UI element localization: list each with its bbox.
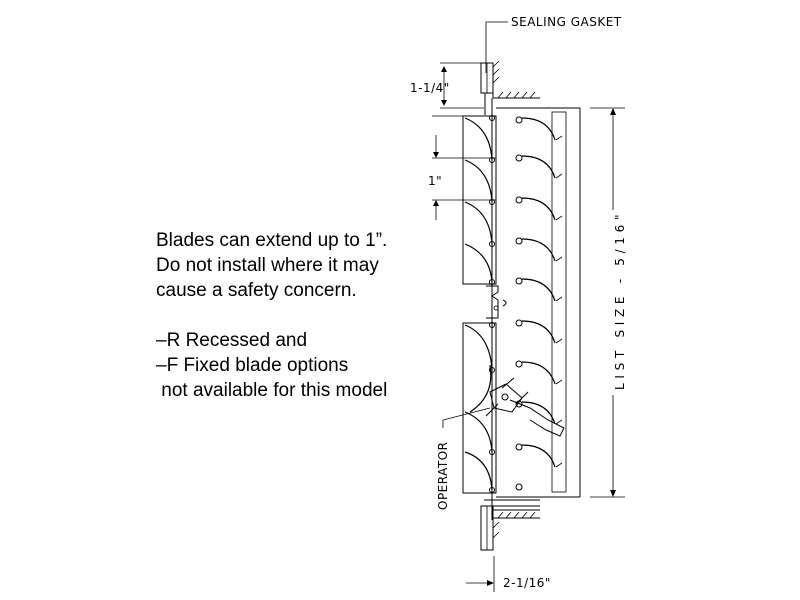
note-not-available: not available for this model bbox=[156, 380, 388, 401]
operator-leader bbox=[442, 407, 491, 428]
note-do-not-install: Do not install where it may bbox=[156, 255, 379, 276]
note-blade-extend: Blades can extend up to 1”. bbox=[156, 230, 388, 251]
list-size-label: LIST SIZE - 5/16" bbox=[613, 214, 627, 390]
bottom-wall-section bbox=[480, 499, 540, 551]
dim-blade-lines bbox=[432, 115, 496, 220]
note-safety-concern: cause a safety concern. bbox=[156, 280, 357, 301]
operator-label: OPERATOR bbox=[436, 441, 450, 510]
dim-bottom-label: 2-1/16" bbox=[503, 576, 551, 590]
operator-mechanism bbox=[485, 377, 565, 437]
dim-bottom-lines bbox=[466, 556, 495, 592]
dim-blade-label: 1" bbox=[428, 174, 442, 188]
dim-top-label: 1-1/4" bbox=[410, 81, 450, 95]
dim-top-lines bbox=[440, 62, 484, 109]
top-wall-section bbox=[480, 60, 540, 99]
note-recessed: –R Recessed and bbox=[156, 330, 308, 351]
list-size-dim-lines bbox=[590, 107, 625, 498]
sealing-gasket-label: SEALING GASKET bbox=[511, 15, 622, 29]
sealing-gasket-leader bbox=[485, 21, 508, 73]
face-frame bbox=[462, 93, 581, 520]
face-blades bbox=[464, 115, 495, 493]
note-fixed-blade: –F Fixed blade options bbox=[156, 355, 349, 376]
damper-blades bbox=[515, 116, 563, 491]
